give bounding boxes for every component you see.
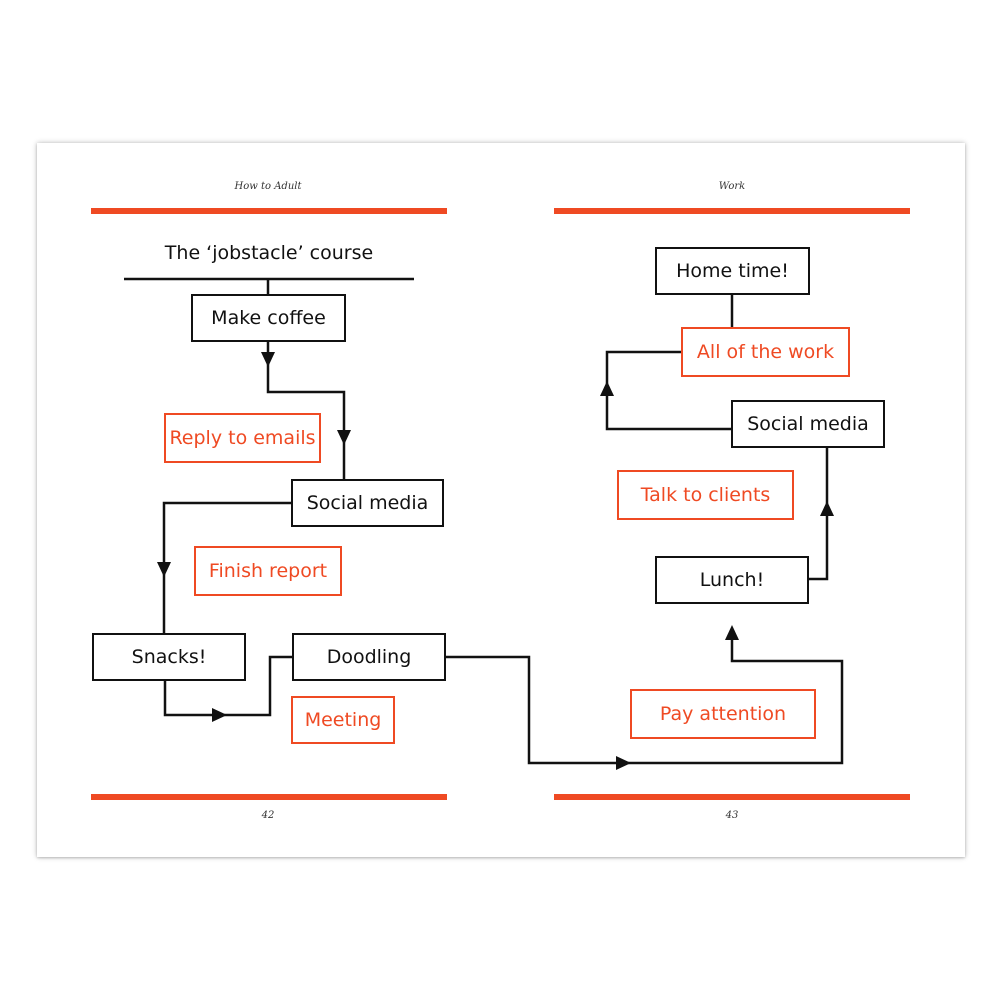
arrow-right-2 (616, 756, 631, 770)
top-rule-left (91, 208, 447, 214)
box-reply-to-emails: Reply to emails (164, 413, 321, 463)
bottom-rule-right (554, 794, 910, 800)
diagram-title: The ‘jobstacle’ course (164, 242, 374, 264)
connector-social-snacks (162, 501, 291, 633)
box-make-coffee: Make coffee (191, 294, 346, 342)
box-snacks: Snacks! (92, 633, 246, 681)
arrow-up-3 (600, 381, 614, 396)
arrow-down-3 (157, 562, 171, 577)
box-lunch: Lunch! (655, 556, 809, 604)
box-all-of-the-work: All of the work (681, 327, 850, 377)
connector-lunch-social (809, 448, 829, 581)
box-finish-report: Finish report (194, 546, 342, 596)
box-pay-attention: Pay attention (630, 689, 816, 739)
arrow-down-1 (261, 352, 275, 367)
box-meeting: Meeting (291, 696, 395, 744)
top-rule-right (554, 208, 910, 214)
page-number-right: 43 (725, 810, 739, 821)
arrow-up-2 (820, 501, 834, 516)
page-number-left: 42 (261, 810, 275, 821)
box-doodling: Doodling (292, 633, 446, 681)
bottom-rule-left (91, 794, 447, 800)
arrow-up-1 (725, 625, 739, 640)
connector-snacks-doodling (163, 655, 292, 717)
arrow-down-2 (337, 430, 351, 445)
box-social-media-left: Social media (291, 479, 444, 527)
box-home-time: Home time! (655, 247, 810, 295)
box-social-media-right: Social media (731, 400, 885, 448)
box-talk-to-clients: Talk to clients (617, 470, 794, 520)
running-head-right: Work (718, 181, 746, 192)
running-head-left: How to Adult (234, 181, 302, 192)
arrow-right-1 (212, 708, 227, 722)
connector-doodling-lunch (446, 630, 844, 765)
